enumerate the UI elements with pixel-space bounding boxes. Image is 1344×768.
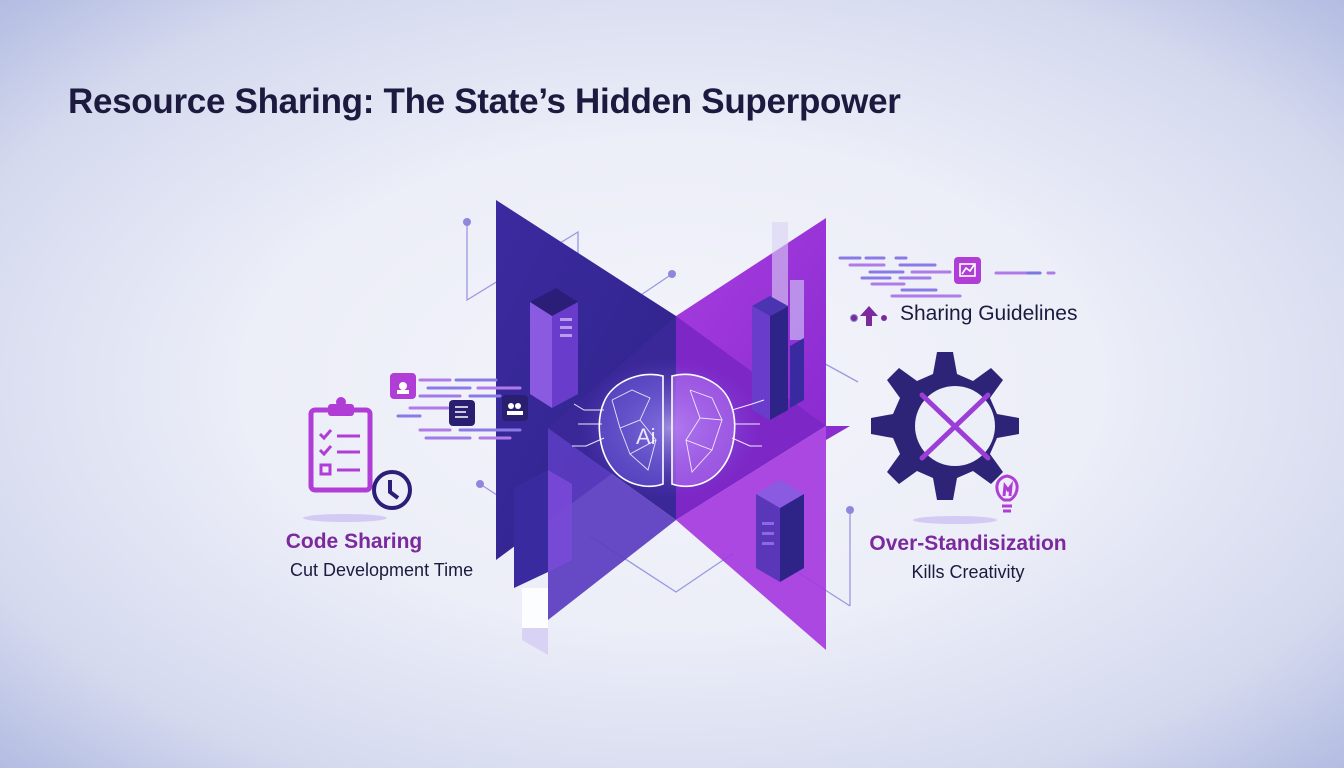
page-title: Resource Sharing: The State’s Hidden Sup… — [68, 82, 901, 121]
clipboard-checklist-icon — [308, 407, 373, 493]
over-standardization-block: Over-Standisization Kills Creativity — [866, 532, 1070, 583]
over-standardization-heading: Over-Standisization — [869, 532, 1067, 555]
sharing-guidelines-label: Sharing Guidelines — [900, 302, 1078, 325]
server-tower-right-bottom — [756, 480, 804, 582]
server-tower-left-top — [530, 288, 578, 408]
code-sharing-subtext: Cut Development Time — [290, 560, 474, 580]
upload-arrow-icon — [851, 306, 887, 326]
clock-refresh-icon — [372, 470, 412, 510]
chart-board-icon — [954, 257, 981, 284]
data-stream-right — [838, 256, 1056, 298]
code-sharing-heading: Code Sharing — [285, 530, 423, 553]
code-sharing-block: Code Sharing Cut Development Time — [268, 530, 474, 581]
gear-cross-icon — [871, 352, 1019, 500]
ai-brain-icon — [572, 373, 765, 488]
data-stream-left — [396, 378, 522, 440]
over-standardization-subtext: Kills Creativity — [911, 562, 1025, 582]
lightbulb-icon — [995, 474, 1019, 513]
server-tower-left-bottom — [514, 470, 572, 655]
cloud-upload-icon — [390, 373, 416, 399]
document-list-icon — [449, 400, 475, 426]
indigo-shape — [496, 200, 676, 560]
server-tower-right-top — [752, 222, 804, 420]
brain-label: Ai — [636, 424, 656, 449]
team-users-icon — [502, 395, 528, 421]
